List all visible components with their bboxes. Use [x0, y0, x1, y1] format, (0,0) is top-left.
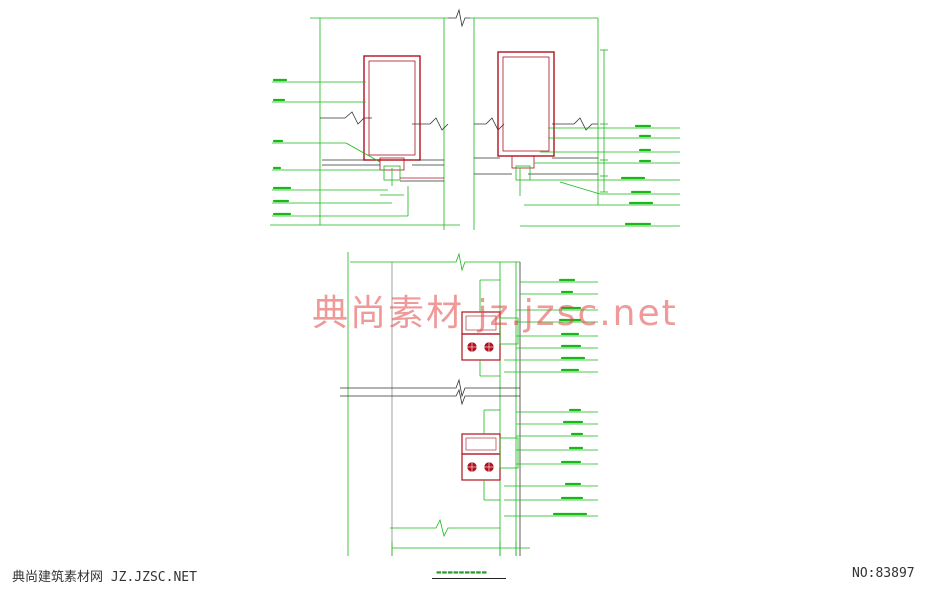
leader-label-marks	[272, 78, 654, 226]
plan-detail-left	[270, 17, 460, 230]
section-label-marks	[552, 278, 588, 516]
footer-site-text: 典尚建筑素材网 JZ.JZSC.NET	[12, 570, 197, 585]
drawing-caption-mark: ▬▬▬▬▬▬▬▬▬	[436, 569, 488, 576]
plan-detail-right	[470, 17, 680, 230]
fastener-bolts	[466, 341, 495, 473]
watermark: 典尚素材 jz.jzsc.net	[312, 293, 678, 334]
caption-underline	[432, 578, 506, 579]
footer-number: NO:83897	[852, 566, 915, 581]
break-line-top	[448, 8, 470, 28]
section-detail	[340, 252, 598, 556]
